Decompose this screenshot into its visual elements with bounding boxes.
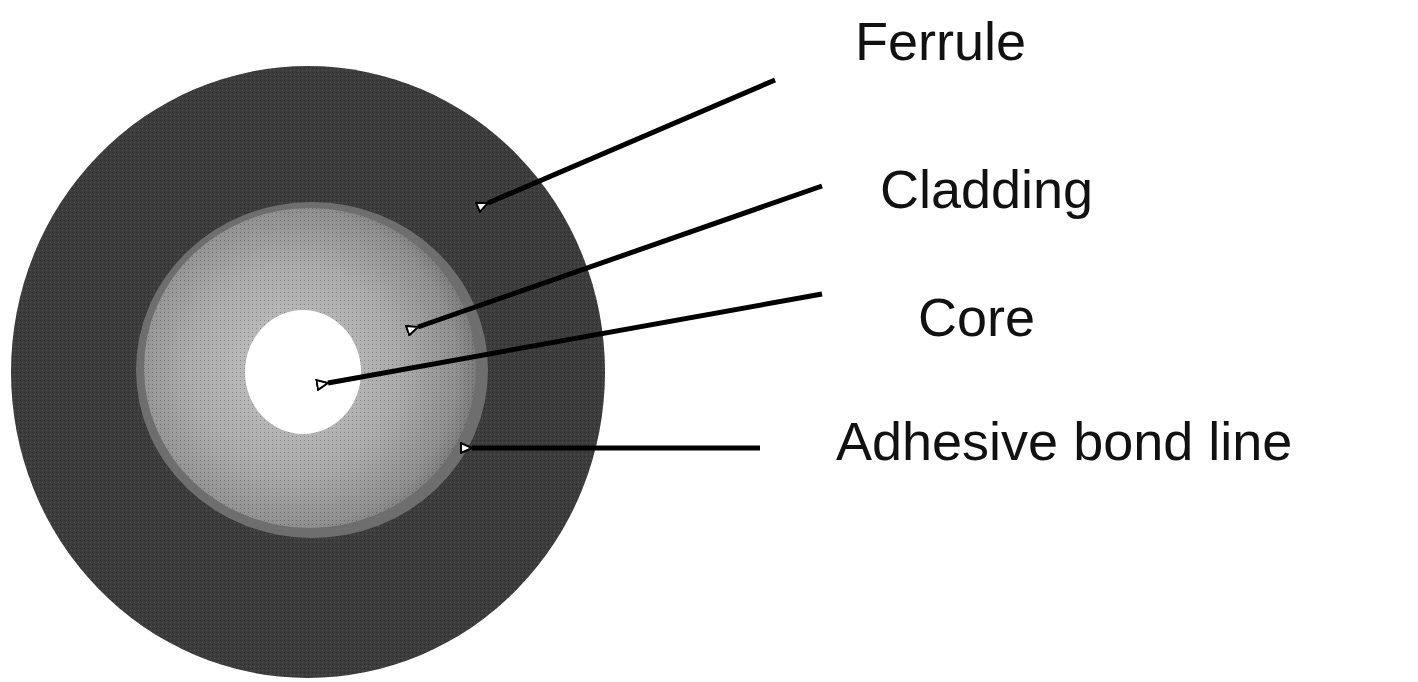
adhesive-bond-line [136, 202, 488, 538]
core [245, 310, 361, 434]
part-label: Core [918, 288, 1035, 347]
leader-arrow [472, 446, 760, 451]
cladding-texture [144, 208, 476, 528]
ferrule-texture [11, 66, 605, 678]
leader-arrow [328, 294, 822, 383]
cladding [144, 208, 476, 528]
part-label: Cladding [880, 160, 1093, 219]
part-label: Ferrule [855, 12, 1026, 71]
leader-arrow [488, 80, 775, 203]
part-label: Adhesive bond line [836, 412, 1292, 471]
ferrule [11, 66, 605, 678]
